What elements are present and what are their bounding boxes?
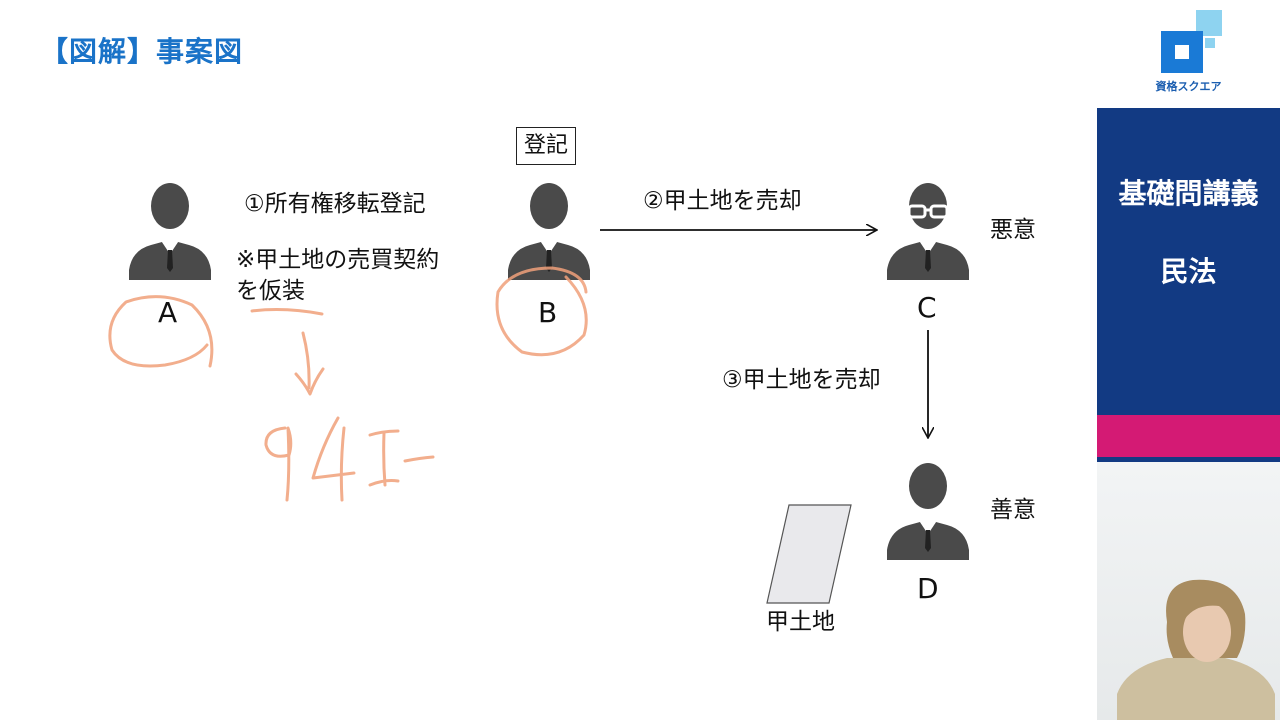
handwritten-94I-stroke <box>264 416 400 502</box>
panel-divider <box>1097 457 1280 462</box>
person-d-status: 善意 <box>990 497 1036 523</box>
step2-transfer-label: ②甲土地を売却 <box>643 188 802 214</box>
note-line1: ※甲土地の売買契約 <box>236 247 440 273</box>
person-c-label: C <box>917 291 937 324</box>
diagram-overlay <box>108 0 1097 604</box>
brand-logo-icon <box>1161 10 1222 73</box>
person-b-icon <box>508 178 590 280</box>
handwritten-annotations <box>108 266 588 502</box>
right-sidebar: 資格スクエア 基礎問講義 民法 <box>1097 0 1280 720</box>
page-title: 【図解】事案図 <box>40 35 244 68</box>
person-a-icon <box>129 178 211 280</box>
underline-stroke <box>250 308 324 316</box>
person-c-icon <box>887 178 969 280</box>
step1-transfer-label: ①所有権移転登記 <box>244 191 426 217</box>
course-subject: 民法 <box>1160 255 1217 288</box>
land-parcel-shape <box>766 504 852 604</box>
note-line2: を仮装 <box>236 278 305 304</box>
step3-transfer-label: ③甲土地を売却 <box>722 367 881 393</box>
course-title: 基礎問講義 <box>1118 177 1259 210</box>
registration-badge: 登記 <box>516 127 577 165</box>
down-arrow-stroke <box>294 331 325 396</box>
presenter-figure <box>1117 579 1275 720</box>
presenter-video <box>1097 462 1280 720</box>
person-b-label: B <box>538 296 558 329</box>
handwritten-dash-stroke <box>403 455 435 463</box>
person-d-label: D <box>917 572 939 605</box>
person-c-status: 悪意 <box>990 217 1036 243</box>
person-a-label: A <box>158 296 178 329</box>
accent-band <box>1097 415 1280 457</box>
land-label: 甲土地 <box>766 609 835 635</box>
brand-logo-area: 資格スクエア <box>1097 0 1280 108</box>
person-d-icon <box>887 458 969 560</box>
course-panel: 基礎問講義 民法 <box>1097 108 1280 415</box>
brand-name: 資格スクエア <box>1155 80 1222 93</box>
